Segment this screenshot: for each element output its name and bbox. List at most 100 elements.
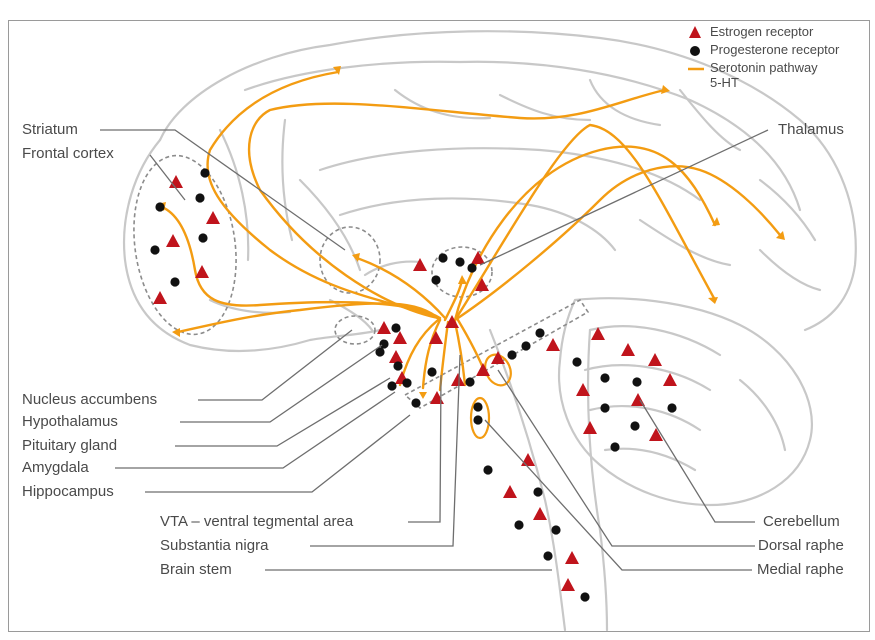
serotonin-pathways bbox=[160, 70, 782, 392]
medial-raphe-leader bbox=[484, 419, 752, 571]
estrogen-receptor-marker bbox=[576, 383, 590, 396]
label-hypothalamus: Hypothalamus bbox=[22, 413, 118, 430]
progesterone-receptor-marker bbox=[473, 415, 483, 425]
label-dorsal-raphe: Dorsal raphe bbox=[758, 537, 844, 554]
dorsal-raphe-leader bbox=[497, 369, 755, 547]
estrogen-receptor-marker bbox=[471, 251, 485, 264]
estrogen-receptor-marker bbox=[206, 211, 220, 224]
estrogen-receptor-marker bbox=[648, 353, 662, 366]
label-nucleus-accumbens: Nucleus accumbens bbox=[22, 391, 158, 408]
estrogen-receptor-marker bbox=[389, 350, 403, 363]
frontal-cortex-region bbox=[133, 154, 237, 336]
leader-lines bbox=[100, 129, 769, 571]
progesterone-receptor-marker bbox=[473, 402, 483, 412]
estrogen-receptor-marker bbox=[533, 507, 547, 520]
label-substantia-nigra: Substantia nigra bbox=[160, 537, 269, 554]
vta-leader bbox=[408, 374, 442, 523]
legend-estrogen: Estrogen receptor bbox=[688, 24, 868, 42]
progesterone-receptor-marker bbox=[393, 361, 403, 371]
receptor-markers bbox=[150, 168, 677, 602]
serotonin-line-icon bbox=[688, 67, 704, 71]
progesterone-receptor-marker bbox=[535, 328, 545, 338]
legend-progesterone: Progesterone receptor bbox=[688, 42, 868, 60]
progesterone-receptor-marker bbox=[438, 253, 448, 263]
progesterone-receptor-marker bbox=[580, 592, 590, 602]
progesterone-receptor-marker bbox=[402, 378, 412, 388]
estrogen-receptor-marker bbox=[166, 234, 180, 247]
progesterone-receptor-marker bbox=[427, 367, 437, 377]
label-pituitary-gland: Pituitary gland bbox=[22, 437, 118, 454]
estrogen-receptor-marker bbox=[491, 351, 505, 364]
progesterone-receptor-marker bbox=[514, 520, 524, 530]
progesterone-receptor-marker bbox=[200, 168, 210, 178]
progesterone-receptor-marker bbox=[391, 323, 401, 333]
estrogen-receptor-marker bbox=[583, 421, 597, 434]
progesterone-receptor-marker bbox=[572, 357, 582, 367]
region-outlines bbox=[133, 154, 590, 409]
estrogen-receptor-marker bbox=[591, 327, 605, 340]
progesterone-receptor-marker bbox=[630, 421, 640, 431]
progesterone-receptor-marker bbox=[667, 403, 677, 413]
progesterone-receptor-marker bbox=[379, 339, 389, 349]
label-striatum: Striatum bbox=[22, 121, 78, 138]
progesterone-receptor-marker bbox=[387, 381, 397, 391]
figure-frame bbox=[8, 20, 870, 632]
progesterone-receptor-marker bbox=[632, 377, 642, 387]
estrogen-receptor-marker bbox=[195, 265, 209, 278]
thalamus-leader bbox=[479, 129, 769, 266]
estrogen-receptor-marker bbox=[663, 373, 677, 386]
progesterone-receptor-marker bbox=[155, 202, 165, 212]
hypothalamus-leader bbox=[180, 344, 383, 423]
label-vta: VTA – ventral tegmental area bbox=[160, 513, 354, 530]
progesterone-receptor-marker bbox=[411, 398, 421, 408]
progesterone-receptor-marker bbox=[507, 350, 517, 360]
estrogen-receptor-marker bbox=[649, 428, 663, 441]
nucleus-accumbens-leader bbox=[198, 329, 353, 401]
progesterone-receptor-marker bbox=[521, 341, 531, 351]
progesterone-receptor-marker bbox=[543, 551, 553, 561]
estrogen-receptor-marker bbox=[621, 343, 635, 356]
label-cerebellum: Cerebellum bbox=[763, 513, 840, 530]
pituitary-leader bbox=[175, 377, 391, 447]
amygdala-leader bbox=[115, 391, 396, 469]
estrogen-receptor-marker bbox=[377, 321, 391, 334]
progesterone-receptor-marker bbox=[195, 193, 205, 203]
substantia-nigra-leader bbox=[310, 354, 461, 547]
estrogen-receptor-marker bbox=[429, 331, 443, 344]
estrogen-receptor-marker bbox=[546, 338, 560, 351]
progesterone-receptor-marker bbox=[198, 233, 208, 243]
label-thalamus: Thalamus bbox=[778, 121, 844, 138]
legend-estrogen-label: Estrogen receptor bbox=[710, 24, 814, 39]
striatum-region bbox=[319, 226, 381, 294]
progesterone-receptor-marker bbox=[600, 403, 610, 413]
progesterone-receptor-marker bbox=[465, 377, 475, 387]
estrogen-receptor-marker bbox=[503, 485, 517, 498]
legend-progesterone-label: Progesterone receptor bbox=[710, 42, 840, 57]
estrogen-receptor-marker bbox=[445, 315, 459, 328]
legend-serotonin-label: Serotonin pathway bbox=[710, 60, 818, 75]
progesterone-receptor-marker bbox=[455, 257, 465, 267]
nucleus-accumbens-region bbox=[334, 315, 376, 345]
estrogen-receptor-marker bbox=[475, 278, 489, 291]
progesterone-receptor-marker bbox=[431, 275, 441, 285]
frontal-cortex-leader bbox=[149, 154, 186, 201]
progesterone-receptor-marker bbox=[375, 347, 385, 357]
estrogen-receptor-marker bbox=[565, 551, 579, 564]
progesterone-receptor-marker bbox=[483, 465, 493, 475]
cerebellum-leader bbox=[639, 399, 755, 523]
estrogen-receptor-marker bbox=[451, 373, 465, 386]
estrogen-receptor-marker bbox=[413, 258, 427, 271]
progesterone-receptor-marker bbox=[551, 525, 561, 535]
label-brain-stem: Brain stem bbox=[160, 561, 232, 578]
legend: Estrogen receptor Progesterone receptor … bbox=[688, 24, 868, 94]
progesterone-receptor-marker bbox=[467, 263, 477, 273]
label-amygdala: Amygdala bbox=[22, 459, 89, 476]
label-frontal-cortex: Frontal cortex bbox=[22, 145, 114, 162]
estrogen-triangle-icon bbox=[689, 26, 701, 38]
medial-raphe-outline bbox=[469, 396, 491, 440]
progesterone-receptor-marker bbox=[170, 277, 180, 287]
estrogen-receptor-marker bbox=[393, 331, 407, 344]
estrogen-receptor-marker bbox=[153, 291, 167, 304]
estrogen-receptor-marker bbox=[476, 363, 490, 376]
